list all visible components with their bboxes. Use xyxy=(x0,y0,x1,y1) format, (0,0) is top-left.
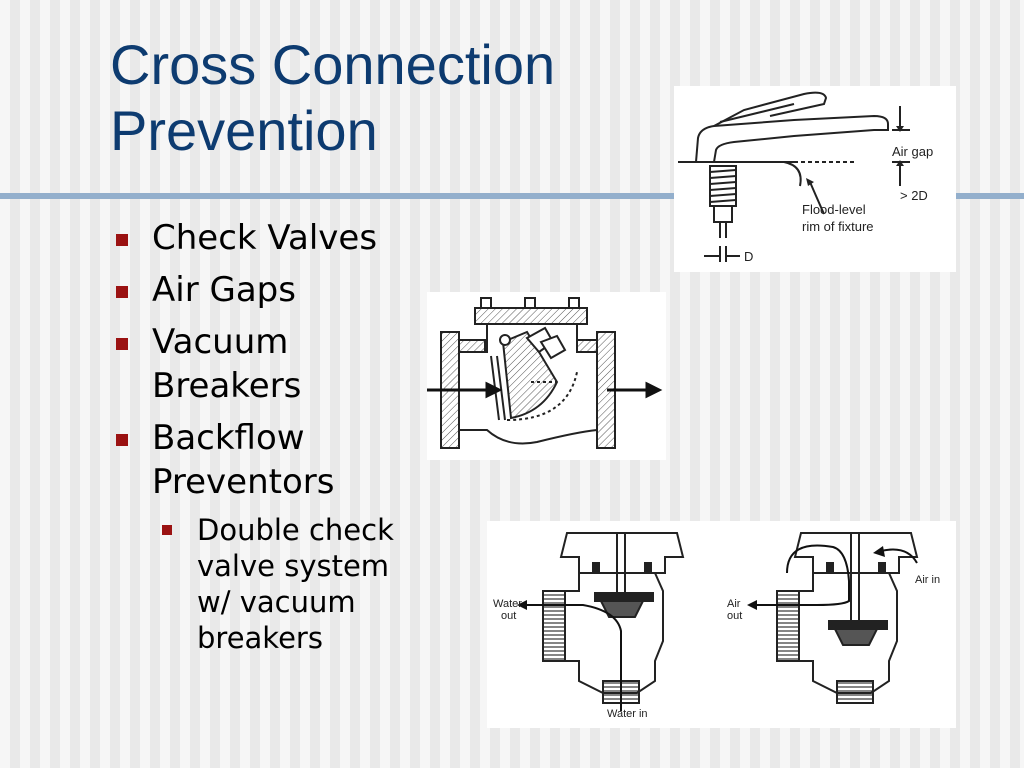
air-gap-label: Air gap xyxy=(892,144,933,159)
bullet-item: Air Gaps xyxy=(116,268,436,312)
bullet-marker xyxy=(116,434,128,446)
bullet-marker xyxy=(116,286,128,298)
sub-bullet-text: Double check valve system w/ vacuum brea… xyxy=(197,512,436,656)
water-in-label: Water in xyxy=(607,708,648,720)
air-in-label: Air in xyxy=(915,574,940,586)
slide-title: Cross Connection Prevention xyxy=(110,32,670,164)
bullet-line: Backflow xyxy=(152,418,305,458)
rim-of-fixture-label: rim of fixture xyxy=(802,219,874,234)
diameter-label: D xyxy=(744,249,753,264)
bullet-text: Backflow Preventors xyxy=(152,416,436,504)
sub-bullet-marker xyxy=(162,525,172,535)
sub-bullet-item: Double check valve system w/ vacuum brea… xyxy=(162,512,436,656)
sub-bullet-line: breakers xyxy=(197,621,323,655)
sub-bullet-line: w/ vacuum xyxy=(197,585,356,619)
flood-level-label: Flood-level xyxy=(802,202,866,217)
slide-title-line: Prevention xyxy=(110,99,378,162)
slide-title-line: Cross Connection xyxy=(110,33,556,96)
bullet-line: Air Gaps xyxy=(152,270,296,310)
water-out-label-2: out xyxy=(501,610,516,622)
two-d-label: > 2D xyxy=(900,188,928,203)
bullet-marker xyxy=(116,338,128,350)
title-divider xyxy=(0,193,1024,199)
bullet-text: Air Gaps xyxy=(152,268,436,312)
bullet-line: Vacuum xyxy=(152,322,289,362)
bullet-item: Backflow Preventors xyxy=(116,416,436,504)
air-out-label: Air xyxy=(727,598,741,610)
bullet-line: Breakers xyxy=(152,366,302,406)
bullet-list: Check Valves Air Gaps Vacuum Breakers Ba… xyxy=(116,216,436,656)
bullet-item: Vacuum Breakers xyxy=(116,320,436,408)
water-out-label: Water xyxy=(493,598,522,610)
bullet-line: Check Valves xyxy=(152,218,378,258)
air-gap-diagram: Air gap > 2D Flood-level rim of fixture … xyxy=(674,86,956,272)
bullet-text: Vacuum Breakers xyxy=(152,320,436,408)
bullet-item: Check Valves xyxy=(116,216,436,260)
vacuum-breaker-diagram: Water out Water in Air out Air in xyxy=(487,521,956,728)
bullet-marker xyxy=(116,234,128,246)
sub-bullet-line: Double check xyxy=(197,513,394,547)
bullet-line: Preventors xyxy=(152,462,335,502)
air-out-label-2: out xyxy=(727,610,742,622)
bullet-text: Check Valves xyxy=(152,216,436,260)
sub-bullet-line: valve system xyxy=(197,549,390,583)
check-valve-diagram xyxy=(427,292,666,460)
